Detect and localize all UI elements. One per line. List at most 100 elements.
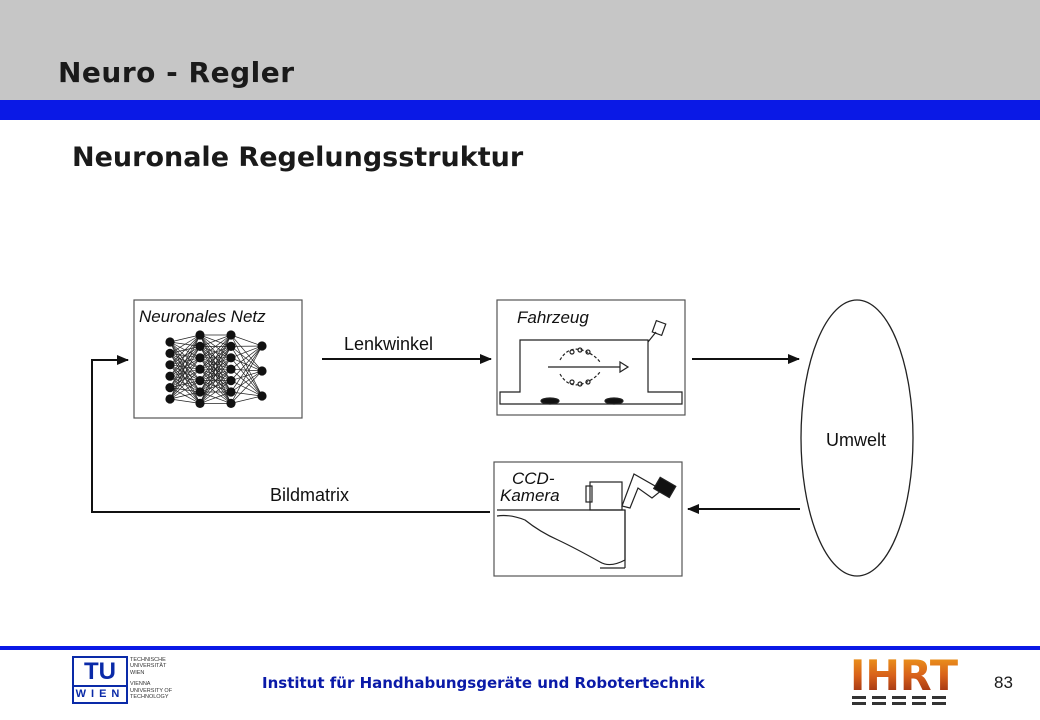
camera-block: CCD- Kamera: [493, 461, 683, 577]
nn-neuron: [257, 341, 267, 351]
arrows: [91, 354, 800, 514]
nn-connection: [199, 334, 232, 359]
nn-neuron: [165, 383, 175, 393]
nn-neuron: [195, 353, 205, 363]
camera-label-line1: CCD-: [512, 469, 555, 488]
nn-neuron: [226, 364, 236, 374]
vehicle-drawing: [499, 319, 683, 405]
nn-neuron: [257, 366, 267, 376]
nn-neuron: [226, 341, 236, 351]
nn-connection: [169, 334, 201, 388]
nn-connection: [230, 370, 263, 393]
image-feedback-arrow: [91, 355, 490, 513]
tu-logo-mark-top: TU: [84, 658, 116, 685]
nn-connection: [230, 357, 263, 372]
nn-connection: [230, 334, 263, 397]
nn-connection: [230, 370, 263, 381]
nn-connection: [230, 345, 263, 393]
nn-neuron: [226, 376, 236, 386]
nn-neuron: [165, 371, 175, 381]
nn-neuron: [195, 398, 205, 408]
nn-connection: [199, 334, 232, 393]
nn-neuron: [226, 387, 236, 397]
nn-connection: [169, 334, 201, 400]
camera-label-line2: Kamera: [500, 486, 560, 505]
nn-neuron: [165, 348, 175, 358]
nn-connection: [230, 345, 263, 404]
nn-connection: [230, 368, 263, 397]
nn-connection: [199, 334, 232, 347]
tu-wien-wordmark: Technische Universität Wien Vienna Unive…: [130, 657, 200, 705]
ihrt-logo: IHRT: [850, 654, 958, 705]
nn-connection: [199, 334, 232, 404]
tu-logo-mark-bottom: WIEN: [74, 685, 126, 701]
slide-subtitle: Neuronale Regelungsstruktur: [72, 142, 524, 173]
nn-connection: [199, 334, 232, 381]
nn-connection: [230, 357, 263, 397]
nn-neuron: [226, 398, 236, 408]
image-label: Bildmatrix: [270, 485, 349, 505]
vehicle-label: Fahrzeug: [517, 308, 589, 327]
nn-connection: [199, 368, 232, 404]
tu-de-line: Universität: [130, 663, 167, 670]
neural-net-graph: [165, 330, 267, 408]
environment-label: Umwelt: [826, 430, 886, 450]
tu-de-line: Wien: [130, 669, 145, 676]
tu-en-line: Vienna: [130, 681, 151, 688]
nn-neuron: [226, 330, 236, 340]
slide-title: Neuro - Regler: [58, 56, 295, 89]
neural-net-block: Neuronales Netz: [133, 299, 303, 419]
nn-neuron: [257, 391, 267, 401]
tu-wien-logo: TU WIEN: [72, 656, 128, 704]
nn-connection: [169, 334, 201, 354]
tu-en-line: Technology: [130, 694, 169, 701]
nn-connection: [199, 391, 232, 404]
nn-connection: [230, 368, 263, 372]
nn-connection: [230, 370, 263, 404]
tu-de-line: Technische: [130, 657, 166, 663]
camera-drawing: [496, 473, 677, 569]
nn-connection: [230, 346, 263, 397]
nn-connection: [169, 357, 201, 400]
neural-net-label: Neuronales Netz: [139, 307, 266, 326]
nn-connection: [230, 345, 263, 370]
nn-connection: [169, 334, 201, 366]
header-band: [0, 0, 1040, 100]
nn-connection: [199, 380, 232, 404]
nn-connection: [230, 395, 263, 404]
nn-connection: [199, 357, 232, 404]
steering-label: Lenkwinkel: [344, 334, 433, 354]
nn-connection: [199, 346, 232, 404]
nn-neuron: [195, 387, 205, 397]
nn-connection: [169, 334, 201, 343]
nn-connection: [230, 380, 263, 397]
nn-connection: [230, 345, 263, 381]
footer-accent-bar: [0, 646, 1040, 650]
nn-connection: [169, 346, 201, 400]
ihrt-logo-text: IHRT: [850, 654, 958, 700]
nn-neuron: [165, 394, 175, 404]
nn-connection: [230, 334, 263, 347]
nn-connection: [169, 398, 201, 404]
nn-connection: [199, 334, 232, 370]
nn-neuron: [165, 337, 175, 347]
nn-neuron: [195, 364, 205, 374]
institute-name: Institut für Handhabungsgeräte und Robot…: [262, 674, 705, 692]
nn-connection: [230, 391, 263, 397]
nn-connection: [230, 334, 263, 372]
nn-neuron: [195, 330, 205, 340]
nn-connection: [169, 334, 201, 377]
environment-block: Umwelt: [800, 299, 914, 577]
nn-neuron: [165, 360, 175, 370]
nn-neuron: [226, 353, 236, 363]
nn-connection: [169, 380, 201, 400]
page-number: 83: [994, 673, 1013, 692]
nn-connection: [230, 345, 263, 359]
nn-neuron: [195, 341, 205, 351]
nn-neuron: [195, 376, 205, 386]
nn-connection: [169, 368, 201, 400]
vehicle-block: Fahrzeug: [496, 299, 686, 416]
nn-connection: [169, 391, 201, 400]
nn-connection: [230, 346, 263, 372]
